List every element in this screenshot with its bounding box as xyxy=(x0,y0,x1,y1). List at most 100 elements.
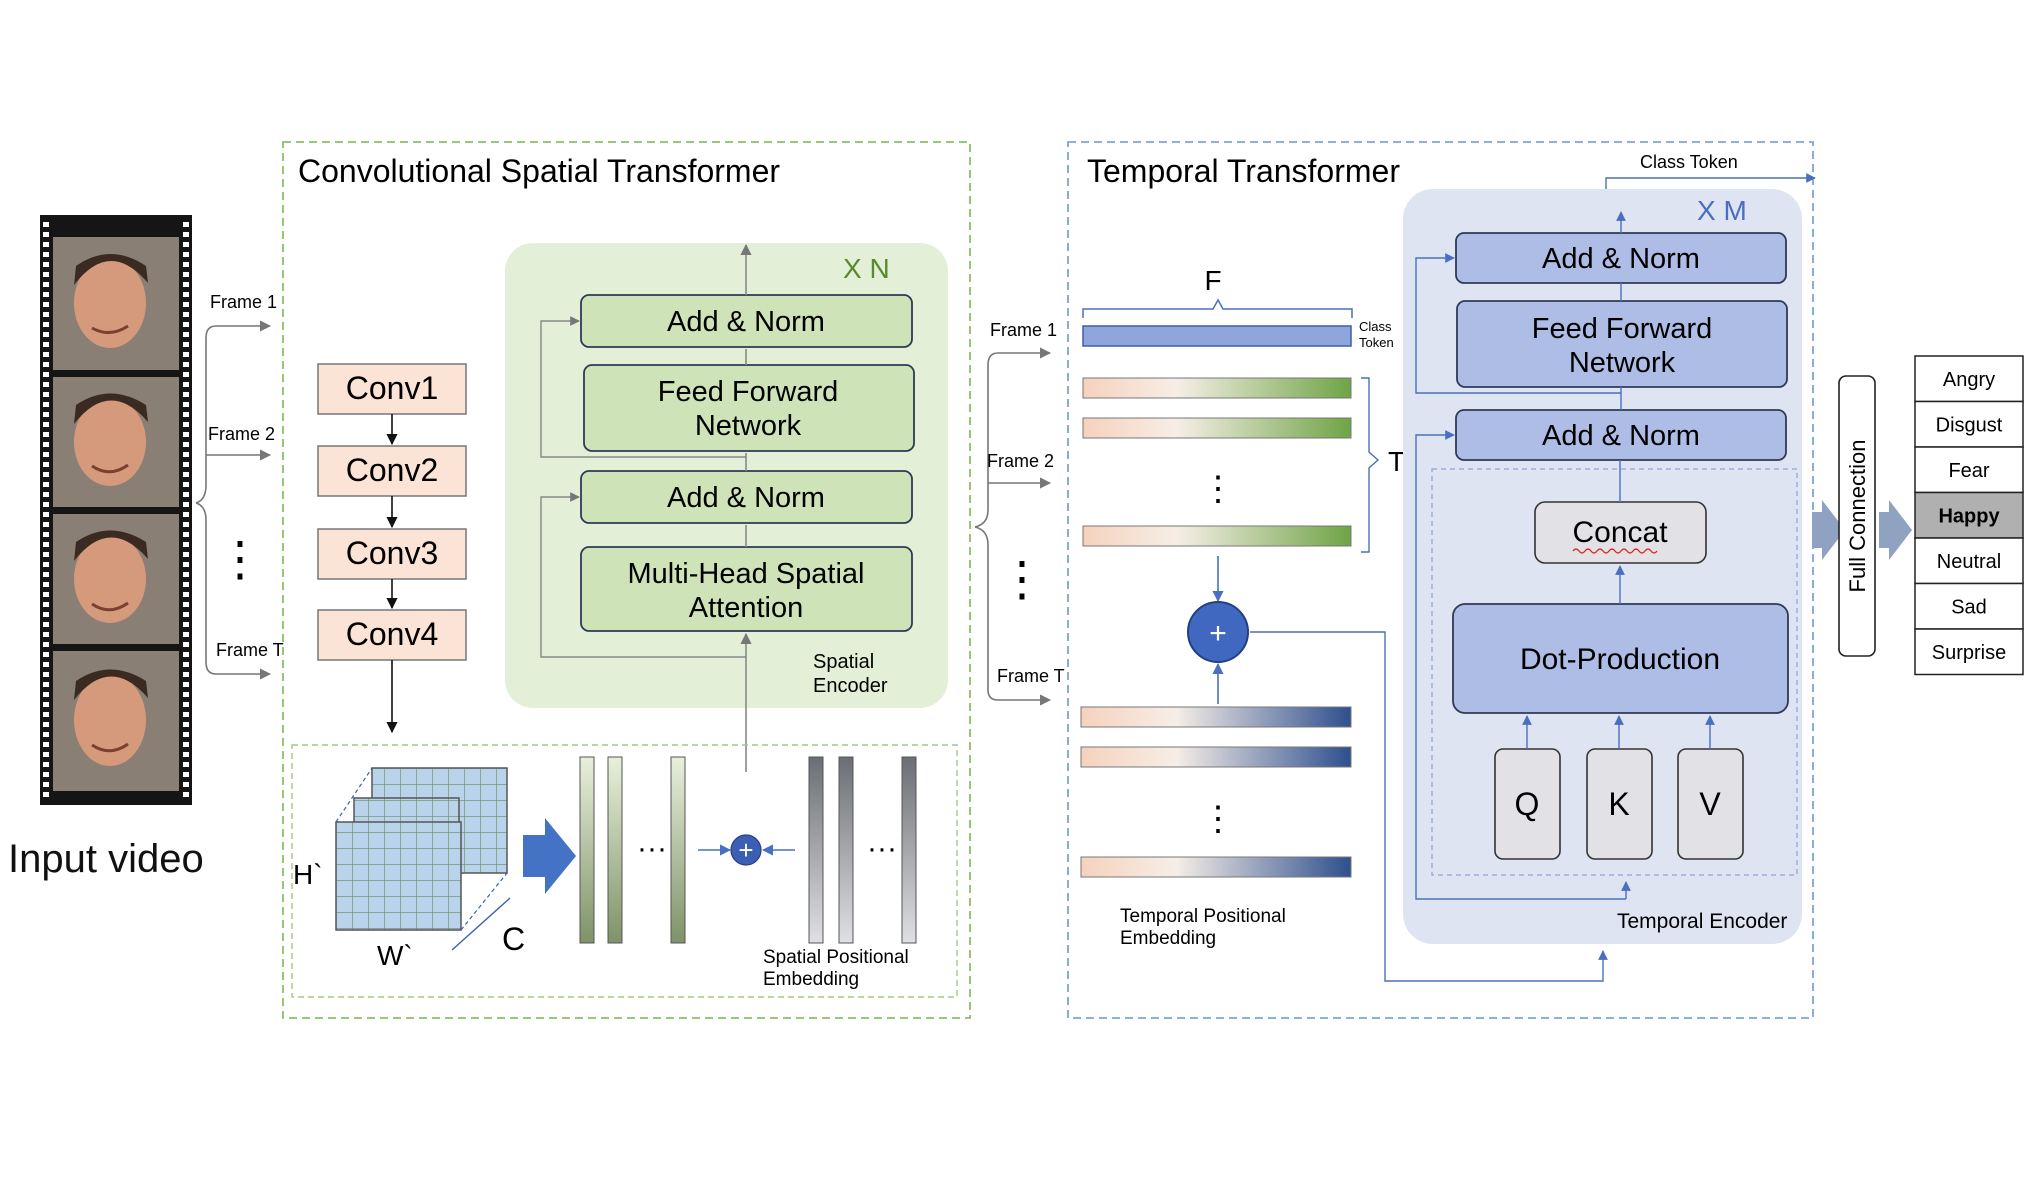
sprocket-hole xyxy=(183,372,189,377)
video-frame-3 xyxy=(53,514,179,644)
sprocket-hole xyxy=(43,452,49,457)
spatial-transformer-title: Convolutional Spatial Transformer xyxy=(298,153,780,189)
sprocket-hole xyxy=(183,322,189,327)
sprocket-hole xyxy=(43,352,49,357)
dim-width-label: W` xyxy=(377,940,413,971)
spatial-pos-emb-label-line1: Spatial Positional xyxy=(763,947,909,968)
sprocket-hole xyxy=(183,562,189,567)
sprocket-hole xyxy=(183,222,189,227)
sprocket-hole xyxy=(43,742,49,747)
sprocket-hole xyxy=(43,532,49,537)
class-token-output-label: Class Token xyxy=(1640,152,1738,172)
sprocket-hole xyxy=(183,302,189,307)
spatial-ffn-label-line2: Network xyxy=(695,410,802,442)
sprocket-hole xyxy=(183,272,189,277)
sprocket-hole xyxy=(43,402,49,407)
class-cell xyxy=(1914,582,2024,630)
sprocket-hole xyxy=(43,652,49,657)
value-label: V xyxy=(1699,786,1721,822)
sprocket-hole xyxy=(183,662,189,667)
class-label: Surprise xyxy=(1932,642,2006,664)
sprocket-hole xyxy=(183,352,189,357)
sprocket-hole xyxy=(43,632,49,637)
sprocket-hole xyxy=(183,432,189,437)
sprocket-hole xyxy=(43,682,49,687)
temporal-repeat-label: X M xyxy=(1697,195,1747,226)
to-fc-arrow xyxy=(1812,500,1845,560)
temporal-frames-ellipsis: ⋮ xyxy=(998,553,1046,606)
sprocket-hole xyxy=(43,782,49,787)
sprocket-hole xyxy=(183,582,189,587)
spatial-ffn-block xyxy=(583,364,915,452)
sprocket-hole xyxy=(183,682,189,687)
class-label: Neutral xyxy=(1937,551,2001,573)
sprocket-hole xyxy=(43,582,49,587)
spatial-add-norm-top-label: Add & Norm xyxy=(667,306,825,338)
spatial-ffn-label-line1: Feed Forward xyxy=(658,376,839,408)
full-connection-block xyxy=(1838,375,1876,657)
sprocket-hole xyxy=(43,552,49,557)
conv1-block xyxy=(317,363,467,415)
sprocket-hole xyxy=(183,742,189,747)
spatial-attention-label-line2: Attention xyxy=(689,592,803,624)
dot-production-label: Dot-Production xyxy=(1520,643,1720,676)
sprocket-hole xyxy=(43,482,49,487)
sprocket-hole xyxy=(183,242,189,247)
f-brace xyxy=(1082,298,1353,318)
temporal-add-norm-bottom-label: Add & Norm xyxy=(1542,420,1700,452)
sprocket-hole xyxy=(43,372,49,377)
sprocket-hole xyxy=(43,702,49,707)
feature-map-stack xyxy=(335,767,511,951)
sprocket-hole xyxy=(43,622,49,627)
sprocket-hole xyxy=(43,692,49,697)
spellcheck-underline xyxy=(1572,548,1658,554)
sprocket-hole xyxy=(183,312,189,317)
spatial-transformer-frame xyxy=(282,141,971,1019)
sprocket-hole xyxy=(183,782,189,787)
sprocket-hole xyxy=(43,722,49,727)
temporal-encoder-flow xyxy=(1415,173,1816,900)
temporal-frame-label-1: Frame 1 xyxy=(990,320,1057,340)
temporal-frame-label-t: Frame T xyxy=(997,666,1065,686)
temporal-add-norm-top-label: Add & Norm xyxy=(1542,243,1700,275)
conv4-block xyxy=(317,609,467,661)
sprocket-hole xyxy=(183,472,189,477)
sprocket-hole xyxy=(183,392,189,397)
temporal-frame-label-2: Frame 2 xyxy=(987,451,1054,471)
sprocket-hole xyxy=(43,342,49,347)
video-frame-4 xyxy=(53,651,179,791)
sprocket-hole xyxy=(43,312,49,317)
sprocket-hole xyxy=(183,262,189,267)
temporal-positional-bars xyxy=(1080,706,1352,878)
temporal-positional-ellipsis: ⋮ xyxy=(1201,800,1235,838)
conv3-label: Conv3 xyxy=(346,535,439,571)
conv3-block xyxy=(317,528,467,580)
sprocket-hole xyxy=(183,332,189,337)
sprocket-hole xyxy=(43,422,49,427)
sprocket-hole xyxy=(43,612,49,617)
flatten-arrow xyxy=(523,818,576,894)
spatial-repeat-label: X N xyxy=(843,253,890,284)
t-brace xyxy=(1361,377,1380,553)
sprocket-hole xyxy=(183,702,189,707)
full-connection-label: Full Connection xyxy=(1845,440,1870,593)
sprocket-hole xyxy=(183,252,189,257)
dim-channel-label: C xyxy=(502,921,525,957)
sprocket-hole xyxy=(183,792,189,797)
frame-label-1: Frame 1 xyxy=(210,292,277,312)
sprocket-hole xyxy=(43,222,49,227)
svg-text:+: + xyxy=(1209,617,1227,650)
sprocket-hole xyxy=(183,772,189,777)
class-label: Sad xyxy=(1951,597,1987,619)
sprocket-hole xyxy=(43,362,49,367)
class-cell xyxy=(1914,491,2024,539)
spatial-add-norm-bottom-label: Add & Norm xyxy=(667,482,825,514)
sprocket-hole xyxy=(43,462,49,467)
sprocket-hole xyxy=(43,712,49,717)
sprocket-hole xyxy=(43,412,49,417)
conv4-label: Conv4 xyxy=(346,616,439,652)
t-dimension-label: T xyxy=(1388,446,1405,477)
conv2-block xyxy=(317,445,467,497)
sprocket-hole xyxy=(183,492,189,497)
